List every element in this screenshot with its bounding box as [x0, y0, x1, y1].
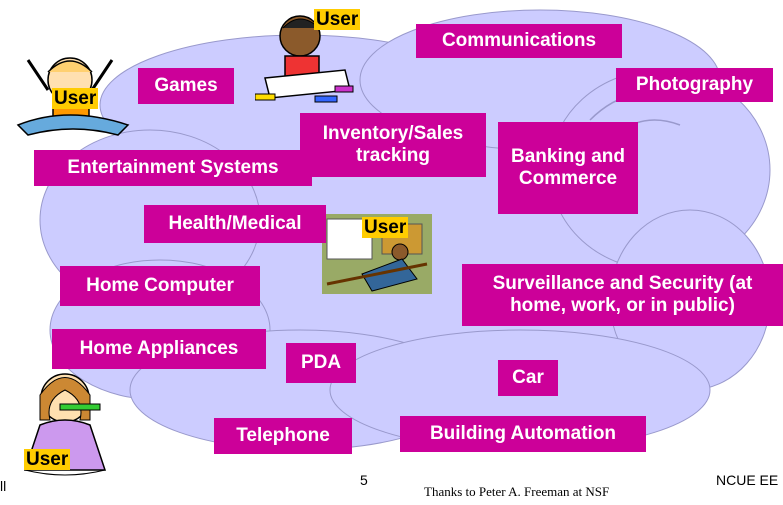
home-computer-box: Home Computer: [60, 266, 260, 306]
car-box: Car: [498, 360, 558, 396]
user-tag-top: User: [314, 9, 361, 30]
communications-box: Communications: [416, 24, 622, 58]
games-box: Games: [138, 68, 234, 104]
footer-right: NCUE EE: [716, 472, 779, 488]
home-appliances-box: Home Appliances: [52, 329, 266, 369]
user-tag-center: User: [362, 217, 409, 238]
footer-left: ll: [0, 478, 7, 494]
entertainment-box: Entertainment Systems: [34, 150, 312, 186]
user-tag-bottom: User: [24, 449, 71, 470]
building-automation-box: Building Automation: [400, 416, 646, 452]
child-drawing-clipart: [255, 15, 354, 103]
footer-credit: Thanks to Peter A. Freeman at NSF: [424, 484, 610, 499]
surveillance-box: Surveillance and Security (at home, work…: [462, 264, 783, 326]
banking-box: Banking and Commerce: [498, 122, 638, 214]
page-number: 5: [360, 472, 368, 488]
inventory-box: Inventory/Sales tracking: [300, 113, 486, 177]
telephone-box: Telephone: [214, 418, 352, 454]
pda-box: PDA: [286, 343, 356, 383]
user-tag-left: User: [52, 88, 99, 109]
health-box: Health/Medical: [144, 205, 326, 243]
photography-box: Photography: [616, 68, 773, 102]
